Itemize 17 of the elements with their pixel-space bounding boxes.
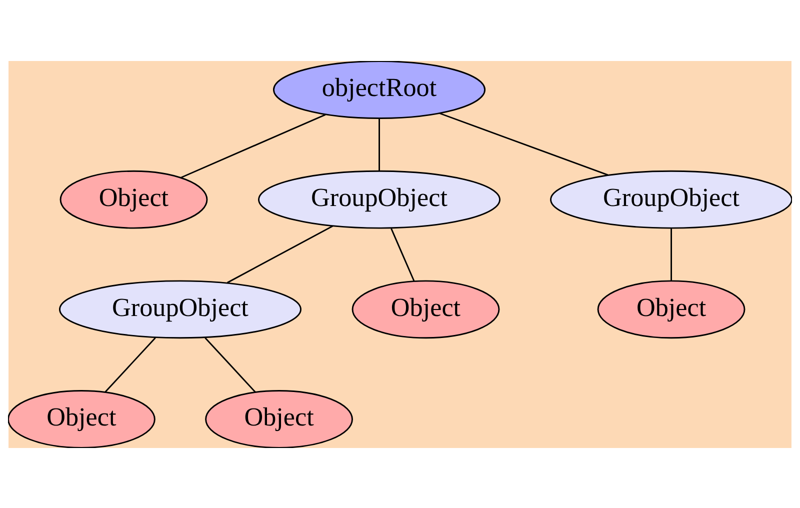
connector — [390, 228, 415, 281]
node-ellipse: objectRoot — [272, 60, 486, 118]
node-ellipse: Object — [205, 390, 353, 448]
node-ellipse: GroupObject — [550, 170, 792, 228]
node-ellipse: GroupObject — [59, 280, 302, 338]
connector — [204, 336, 256, 392]
node-ellipse: Object — [597, 280, 746, 338]
node-ellipse: Object — [60, 170, 208, 228]
node-ellipse: Object — [352, 280, 500, 338]
node-ellipse: GroupObject — [258, 170, 501, 228]
connector — [378, 118, 380, 170]
connector — [104, 336, 156, 392]
node-ellipse: Object — [8, 390, 156, 448]
connector — [226, 224, 333, 283]
connector — [670, 228, 672, 280]
connector — [180, 114, 326, 178]
connector — [440, 112, 608, 176]
